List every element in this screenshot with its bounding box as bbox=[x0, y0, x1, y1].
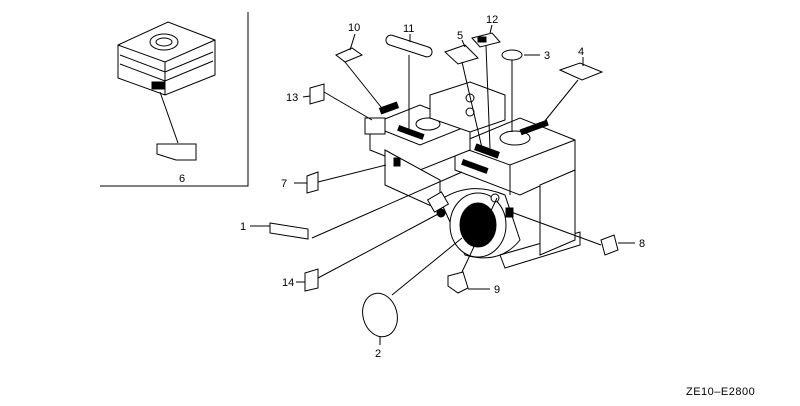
callout-1: 1 bbox=[240, 221, 246, 233]
inset-frame bbox=[100, 12, 249, 187]
decal-part-1 bbox=[250, 171, 463, 240]
callout-14: 14 bbox=[282, 277, 294, 289]
decal-part-3 bbox=[501, 49, 540, 132]
callout-2: 2 bbox=[375, 348, 381, 360]
label-part-6 bbox=[156, 91, 197, 161]
callout-6: 6 bbox=[179, 173, 185, 185]
decal-part-9 bbox=[447, 197, 498, 294]
decal-part-7 bbox=[294, 164, 387, 194]
decal-part-8 bbox=[510, 211, 635, 256]
engine-body bbox=[364, 81, 581, 269]
callout-10: 10 bbox=[348, 22, 360, 34]
decal-part-14 bbox=[296, 212, 441, 292]
callout-4: 4 bbox=[578, 46, 584, 58]
callout-8: 8 bbox=[639, 238, 645, 250]
decal-part-12 bbox=[471, 24, 501, 149]
decal-part-13 bbox=[302, 83, 373, 121]
decal-part-4 bbox=[539, 57, 604, 128]
callout-12: 12 bbox=[486, 14, 498, 26]
decal-part-11 bbox=[385, 34, 433, 130]
callout-3: 3 bbox=[544, 50, 550, 62]
decal-part-5 bbox=[444, 39, 483, 149]
callout-9: 9 bbox=[494, 284, 500, 296]
decal-part-10 bbox=[335, 33, 386, 113]
drawing-code: ZE10–E2800 bbox=[686, 386, 755, 398]
callout-7: 7 bbox=[281, 178, 287, 190]
callout-13: 13 bbox=[286, 92, 298, 104]
callout-11: 11 bbox=[403, 23, 414, 35]
inset-muffler-box bbox=[117, 21, 216, 96]
callout-5: 5 bbox=[457, 30, 463, 42]
decal-part-2 bbox=[362, 237, 463, 345]
